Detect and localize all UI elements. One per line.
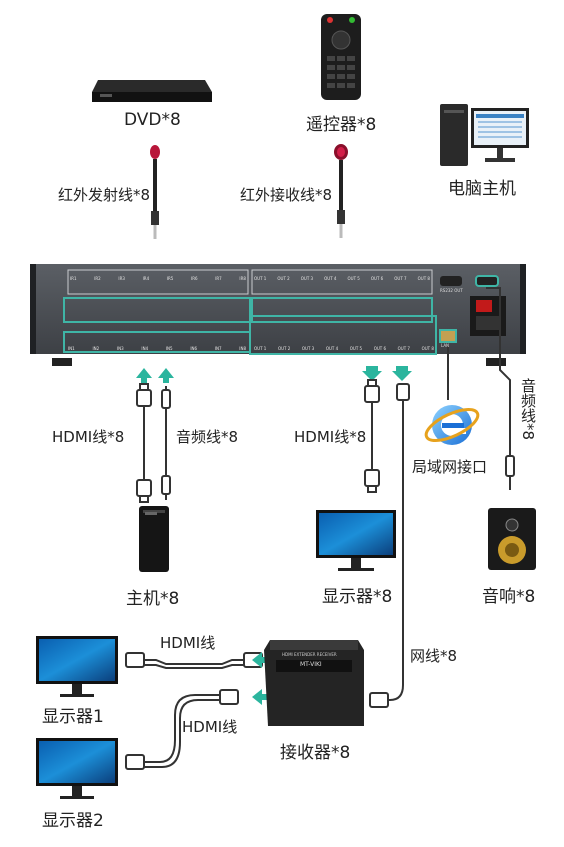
hdmi-input-ports: IN1 IN2 IN3 IN4 IN5 IN6 IN7 IN8 [68,346,246,351]
ir-in-port-1: IR1 [70,276,77,281]
receiver-label: 接收器*8 [280,738,350,763]
rj45-out-port-4: OUT 4 [326,346,338,351]
ir-in-port-2: IR2 [94,276,101,281]
ir-receiver-label: 红外接收线*8 [240,184,332,205]
speaker-icon [488,508,536,570]
rj45-out-port-3: OUT 3 [302,346,314,351]
ir-out-port-2: OUT 2 [277,276,289,281]
remote-label: 遥控器*8 [306,110,376,135]
ir-emitter-cable-icon [150,145,160,239]
rj45-out-port-5: OUT 5 [350,346,362,351]
display-2-label: 显示器2 [42,806,104,831]
audio-input-cable-icon [162,386,170,500]
speaker-label: 音响*8 [482,582,535,607]
display-2-icon [36,738,118,799]
ir-input-ports: IR1 IR2 IR3 IR4 IR5 IR6 IR7 IR8 [70,276,246,281]
rj45-out-port-1: OUT 1 [254,346,266,351]
display-1-label: 显示器1 [42,702,104,727]
ir-out-port-5: OUT 5 [348,276,360,281]
hdmi-in-port-7: IN7 [215,346,222,351]
hdmi-input-label: HDMI线*8 [52,426,124,447]
ir-out-port-4: OUT 4 [324,276,336,281]
ir-in-port-3: IR3 [118,276,125,281]
ir-out-port-8: OUT 8 [418,276,430,281]
display-1-icon [36,636,118,697]
ir-in-port-8: IR8 [239,276,246,281]
ir-in-port-4: IR4 [143,276,150,281]
ir-emitter-label: 红外发射线*8 [58,184,150,205]
rj45-out-port-7: OUT 7 [398,346,410,351]
rs232-label: RS232 OUT [440,288,463,293]
rj45-output-ports: OUT 1 OUT 2 OUT 3 OUT 4 OUT 5 OUT 6 OUT 7 OUT 8 [254,346,434,351]
host-label: 主机*8 [126,584,179,609]
network-cable-label: 网线*8 [410,645,457,666]
ir-in-port-5: IR5 [167,276,174,281]
lan-label: 局域网接口 [412,456,487,477]
output-monitor-icon [316,510,396,571]
ir-output-ports: OUT 1 OUT 2 OUT 3 OUT 4 OUT 5 OUT 6 OUT 7 OUT 8 [254,276,430,281]
audio-input-label: 音频线*8 [176,426,238,447]
hdmi-in-port-8: IN8 [239,346,246,351]
ir-in-port-7: IR7 [215,276,222,281]
host-computer-icon [139,506,169,572]
hdmi-in-port-6: IN6 [190,346,197,351]
dvd-label: DVD*8 [124,110,181,130]
hdmi-cable-2-label: HDMI线 [182,716,237,737]
ir-out-port-7: OUT 7 [394,276,406,281]
ir-out-port-6: OUT 6 [371,276,383,281]
panel-lan-label: LAN [441,343,449,348]
dvd-player-icon [92,80,212,102]
pc-host-icon [440,104,529,166]
monitor-label: 显示器*8 [322,582,392,607]
ir-in-port-6: IR6 [191,276,198,281]
output-arrows [362,366,412,381]
hdmi-cable-1-label: HDMI线 [160,632,215,653]
rj45-out-port-2: OUT 2 [278,346,290,351]
rj45-out-port-8: OUT 8 [422,346,434,351]
hdmi-output-cable-icon [365,380,379,492]
ir-receiver-cable-icon [334,144,348,238]
hdmi-in-port-3: IN3 [117,346,124,351]
receiver-subtitle: HDMI EXTENDER RECEIVER [282,652,337,657]
input-arrows [136,368,174,383]
hdmi-in-port-2: IN2 [92,346,99,351]
internet-explorer-icon [422,403,482,447]
remote-control-icon [321,14,361,100]
hdmi-in-port-4: IN4 [141,346,148,351]
hdmi-cable-1-icon [126,653,262,668]
hdmi-output-label: HDMI线*8 [294,426,366,447]
hdmi-in-port-5: IN5 [166,346,173,351]
audio-output-label: 音频线*8 [520,378,535,440]
pc-host-label: 电脑主机 [448,174,516,199]
hdmi-in-port-1: IN1 [68,346,75,351]
rj45-out-port-6: OUT 6 [374,346,386,351]
receiver-brand: MT-VIKI [300,661,322,668]
ir-out-port-3: OUT 3 [301,276,313,281]
hdmi-input-cable-icon [137,384,151,502]
ir-out-port-1: OUT 1 [254,276,266,281]
